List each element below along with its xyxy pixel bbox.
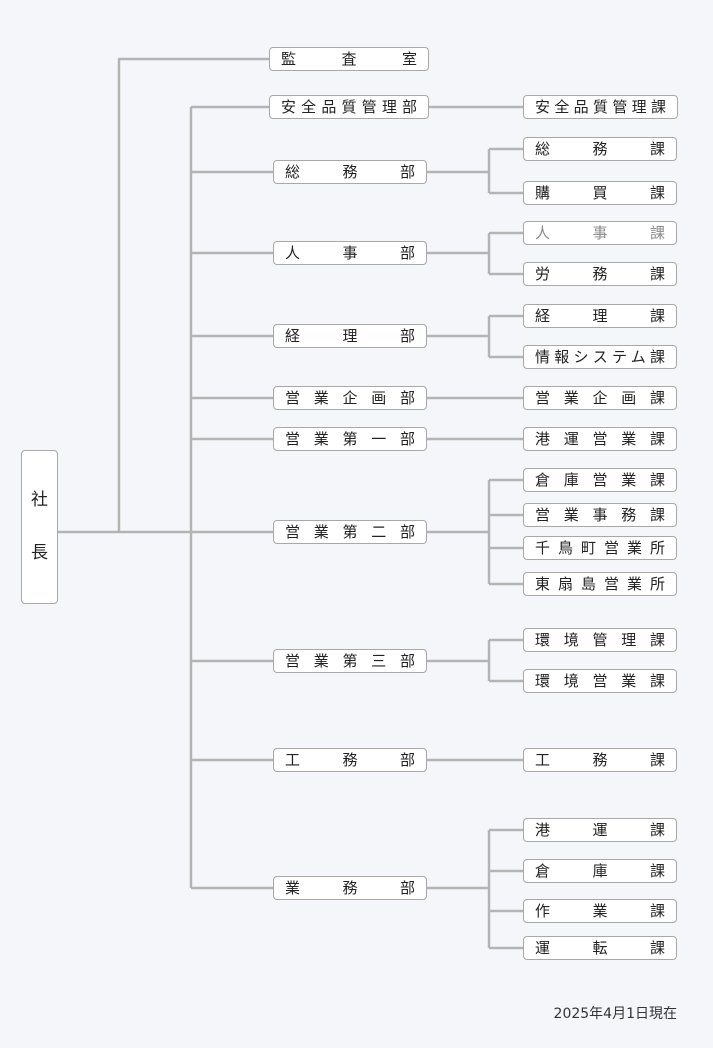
- section-box[interactable]: 営業企画課: [523, 386, 677, 410]
- section-box[interactable]: 港運営業課: [523, 427, 677, 451]
- section-box[interactable]: 千鳥町営業所: [523, 536, 677, 560]
- section-box[interactable]: 環境管理課: [523, 628, 677, 652]
- section-box[interactable]: 作業課: [523, 899, 677, 923]
- section-box-label: 営業事務課: [535, 505, 665, 524]
- department-box-label: 総務部: [285, 162, 415, 181]
- department-box[interactable]: 総務部: [273, 160, 427, 184]
- section-box-label: 港運営業課: [535, 429, 665, 448]
- department-box-label: 業務部: [285, 878, 415, 897]
- department-box[interactable]: 営業企画部: [273, 386, 427, 410]
- department-box[interactable]: 業務部: [273, 876, 427, 900]
- section-box-label: 購買課: [535, 183, 665, 202]
- department-box[interactable]: 経理部: [273, 324, 427, 348]
- section-box-label: 東扇島営業所: [535, 574, 665, 593]
- section-box-label: 港運課: [535, 820, 665, 839]
- president-box[interactable]: 社長: [21, 450, 58, 604]
- section-box[interactable]: 労務課: [523, 262, 677, 286]
- section-box-label: 運転課: [535, 938, 665, 957]
- department-box-label: 営業企画部: [285, 388, 415, 407]
- section-box-label: 安全品質管理課: [535, 97, 666, 116]
- department-box[interactable]: 営業第一部: [273, 427, 427, 451]
- section-box[interactable]: 環境営業課: [523, 669, 677, 693]
- section-box-label: 労務課: [535, 264, 665, 283]
- president-label-char: 長: [31, 543, 48, 563]
- department-box-label: 工務部: [285, 750, 415, 769]
- section-box[interactable]: 情報システム課: [523, 345, 677, 369]
- department-box-label: 人事部: [285, 243, 415, 262]
- department-box-label: 経理部: [285, 326, 415, 345]
- section-box-label: 倉庫営業課: [535, 470, 665, 489]
- section-box-label: 倉庫課: [535, 861, 665, 880]
- section-box-label: 人事課: [535, 223, 665, 242]
- department-box[interactable]: 安全品質管理部: [269, 95, 429, 119]
- section-box[interactable]: 営業事務課: [523, 503, 677, 527]
- audit-office-box[interactable]: 監査室: [269, 47, 429, 71]
- section-box-label: 営業企画課: [535, 388, 665, 407]
- audit-office-box-label: 監査室: [281, 49, 417, 68]
- section-box-label: 千鳥町営業所: [535, 538, 665, 557]
- section-box[interactable]: 港運課: [523, 818, 677, 842]
- department-box-label: 営業第三部: [285, 651, 415, 670]
- department-box-label: 安全品質管理部: [281, 97, 417, 116]
- department-box[interactable]: 工務部: [273, 748, 427, 772]
- section-box-label: 情報システム課: [535, 347, 665, 366]
- section-box-label: 環境営業課: [535, 671, 665, 690]
- section-box[interactable]: 総務課: [523, 137, 677, 161]
- section-box-label: 環境管理課: [535, 630, 665, 649]
- section-box-label: 総務課: [535, 139, 665, 158]
- section-box[interactable]: 東扇島営業所: [523, 572, 677, 596]
- section-box[interactable]: 倉庫課: [523, 859, 677, 883]
- section-box-label: 作業課: [535, 901, 665, 920]
- department-box-label: 営業第二部: [285, 522, 415, 541]
- section-box[interactable]: 運転課: [523, 936, 677, 960]
- section-box[interactable]: 工務課: [523, 748, 677, 772]
- section-box-label: 経理課: [535, 306, 665, 325]
- department-box[interactable]: 営業第二部: [273, 520, 427, 544]
- section-box[interactable]: 安全品質管理課: [523, 95, 678, 119]
- department-box[interactable]: 人事部: [273, 241, 427, 265]
- as-of-date: 2025年4月1日現在: [553, 1006, 677, 1022]
- section-box[interactable]: 人事課: [523, 221, 677, 245]
- section-box[interactable]: 倉庫営業課: [523, 468, 677, 492]
- president-label-char: 社: [31, 490, 48, 510]
- section-box-label: 工務課: [535, 750, 665, 769]
- department-box[interactable]: 営業第三部: [273, 649, 427, 673]
- section-box[interactable]: 経理課: [523, 304, 677, 328]
- department-box-label: 営業第一部: [285, 429, 415, 448]
- section-box[interactable]: 購買課: [523, 181, 677, 205]
